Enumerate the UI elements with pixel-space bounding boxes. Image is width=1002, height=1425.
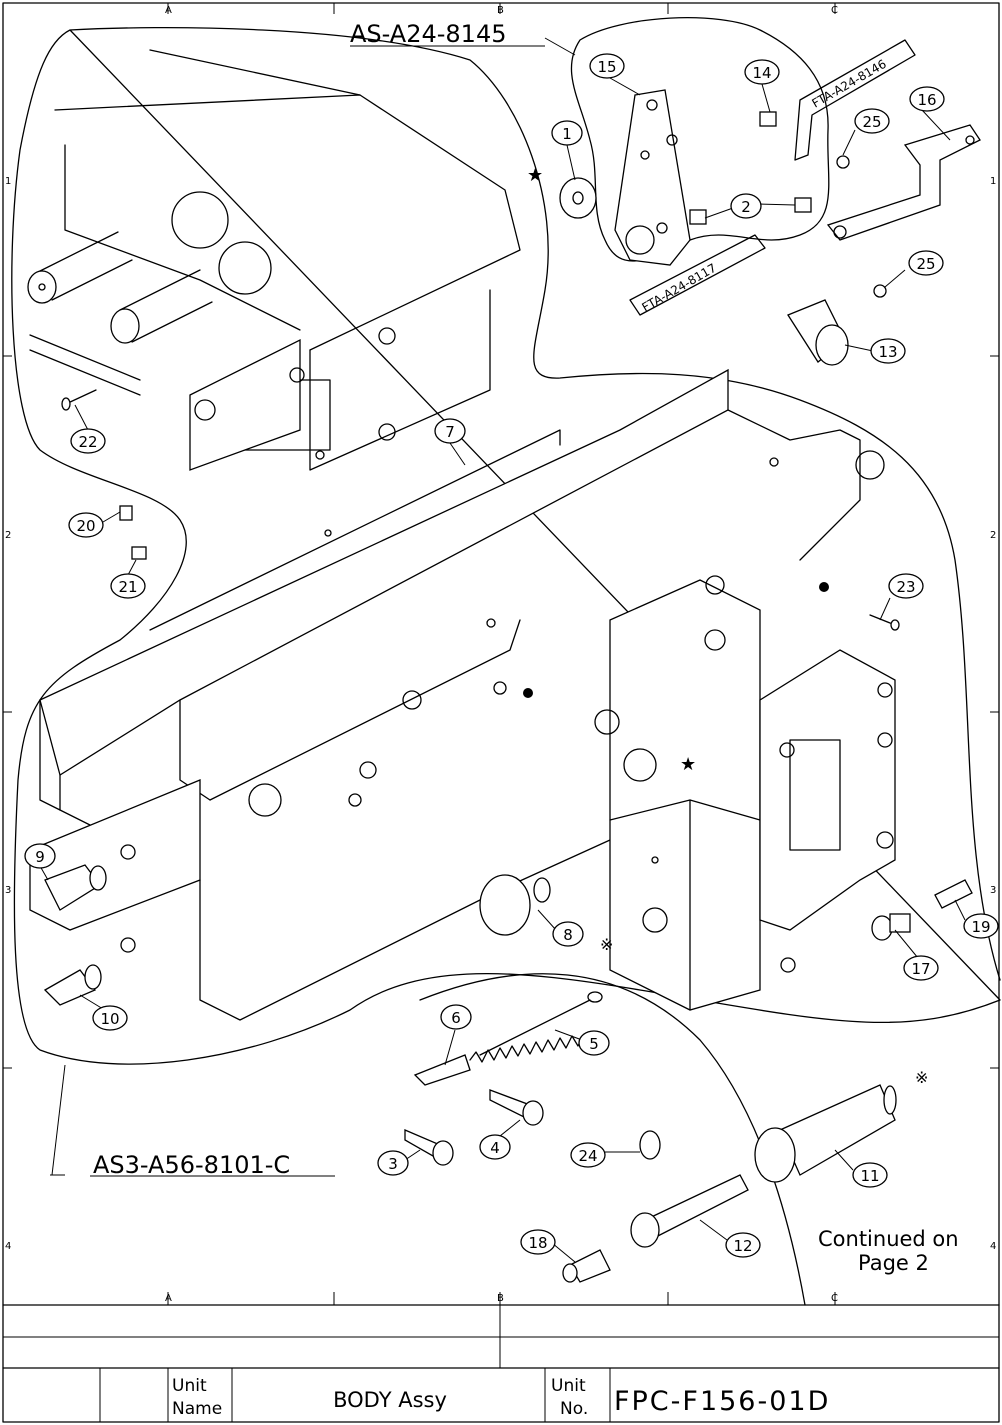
grid-col-b-top: B bbox=[497, 5, 504, 16]
grid-col-a-top: A bbox=[165, 5, 172, 16]
callout-23: 23 bbox=[889, 574, 923, 598]
grid-col-c-top: C bbox=[831, 5, 838, 16]
grid-row-3-right: 3 bbox=[990, 885, 996, 896]
top-assembly-number: AS-A24-8145 bbox=[350, 20, 506, 48]
svg-text:14: 14 bbox=[752, 64, 771, 82]
svg-text:※: ※ bbox=[915, 1068, 928, 1087]
svg-text:1: 1 bbox=[562, 125, 572, 143]
grid-row-1-right: 1 bbox=[990, 176, 996, 187]
sub-assembly-label-b: FTA-A24-8117 bbox=[640, 261, 719, 315]
main-assembly-number: AS3-A56-8101-C bbox=[93, 1151, 290, 1179]
svg-text:3: 3 bbox=[388, 1155, 398, 1173]
svg-text:18: 18 bbox=[528, 1234, 547, 1252]
callout-2: 2 bbox=[731, 194, 761, 218]
callout-19: 19 bbox=[964, 914, 998, 938]
grid-row-4-right: 4 bbox=[990, 1241, 996, 1252]
svg-text:※: ※ bbox=[600, 935, 613, 954]
callout-12: 12 bbox=[726, 1233, 760, 1257]
svg-text:19: 19 bbox=[971, 918, 990, 936]
svg-text:25: 25 bbox=[916, 255, 935, 273]
svg-text:12: 12 bbox=[733, 1237, 752, 1255]
callout-13: 13 bbox=[871, 339, 905, 363]
svg-text:25: 25 bbox=[862, 113, 881, 131]
svg-text:4: 4 bbox=[490, 1139, 500, 1157]
svg-text:9: 9 bbox=[35, 848, 45, 866]
svg-text:16: 16 bbox=[917, 91, 936, 109]
body-casting bbox=[30, 370, 895, 1020]
continued-line-1: Continued on bbox=[818, 1227, 959, 1251]
svg-text:★: ★ bbox=[680, 754, 696, 775]
svg-text:13: 13 bbox=[878, 343, 897, 361]
callout-18: 18 bbox=[521, 1230, 555, 1254]
callout-1: 1 bbox=[552, 121, 582, 145]
grid-row-1-left: 1 bbox=[5, 176, 11, 187]
unit-name-label-1: Unit bbox=[172, 1376, 207, 1396]
unit-name-value: BODY Assy bbox=[333, 1388, 447, 1412]
grid-row-3-left: 3 bbox=[5, 885, 11, 896]
callout-7: 7 bbox=[435, 419, 465, 443]
svg-text:6: 6 bbox=[451, 1009, 461, 1027]
callout-20: 20 bbox=[69, 513, 103, 537]
callout-14: 14 bbox=[745, 60, 779, 84]
callout-25b: 25 bbox=[909, 251, 943, 275]
grid-row-2-left: 2 bbox=[5, 530, 11, 541]
sub-assembly-label-a: FTA-A24-8146 bbox=[810, 57, 889, 111]
unit-no-value: FPC-F156-01D bbox=[614, 1386, 830, 1417]
callout-15: 15 bbox=[590, 54, 624, 78]
callout-3: 3 bbox=[378, 1151, 408, 1175]
svg-text:5: 5 bbox=[589, 1035, 599, 1053]
callout-11: 11 bbox=[853, 1163, 887, 1187]
callout-17: 17 bbox=[904, 956, 938, 980]
svg-text:20: 20 bbox=[76, 517, 95, 535]
callout-9: 9 bbox=[25, 844, 55, 868]
svg-text:24: 24 bbox=[578, 1147, 597, 1165]
continued-line-2: Page 2 bbox=[858, 1251, 929, 1275]
grid-col-a-bottom: A bbox=[165, 1293, 172, 1304]
callout-8: 8 bbox=[553, 922, 583, 946]
callout-21: 21 bbox=[111, 574, 145, 598]
callout-22: 22 bbox=[71, 429, 105, 453]
callout-5: 5 bbox=[579, 1031, 609, 1055]
svg-text:15: 15 bbox=[597, 58, 616, 76]
svg-text:23: 23 bbox=[896, 578, 915, 596]
grid-col-b-bottom: B bbox=[497, 1293, 504, 1304]
title-block: Unit Name BODY Assy Unit No. FPC-F156-01… bbox=[3, 1305, 999, 1422]
grid-row-2-right: 2 bbox=[990, 530, 996, 541]
grid-col-c-bottom: C bbox=[831, 1293, 838, 1304]
svg-text:17: 17 bbox=[911, 960, 930, 978]
svg-text:8: 8 bbox=[563, 926, 573, 944]
svg-text:11: 11 bbox=[860, 1167, 879, 1185]
upper-frame bbox=[28, 50, 520, 470]
svg-text:22: 22 bbox=[78, 433, 97, 451]
unit-no-label-2: No. bbox=[560, 1399, 588, 1419]
callout-4: 4 bbox=[480, 1135, 510, 1159]
unit-name-label-2: Name bbox=[172, 1399, 222, 1419]
unit-no-label-1: Unit bbox=[551, 1376, 586, 1396]
svg-text:21: 21 bbox=[118, 578, 137, 596]
svg-text:★: ★ bbox=[527, 165, 543, 186]
svg-text:2: 2 bbox=[741, 198, 751, 216]
svg-text:10: 10 bbox=[100, 1010, 119, 1028]
svg-text:7: 7 bbox=[445, 423, 455, 441]
callout-25a: 25 bbox=[855, 109, 889, 133]
callout-24: 24 bbox=[571, 1143, 605, 1167]
callout-10: 10 bbox=[93, 1006, 127, 1030]
callout-16: 16 bbox=[910, 87, 944, 111]
callout-6: 6 bbox=[441, 1005, 471, 1029]
grid-row-4-left: 4 bbox=[5, 1241, 11, 1252]
